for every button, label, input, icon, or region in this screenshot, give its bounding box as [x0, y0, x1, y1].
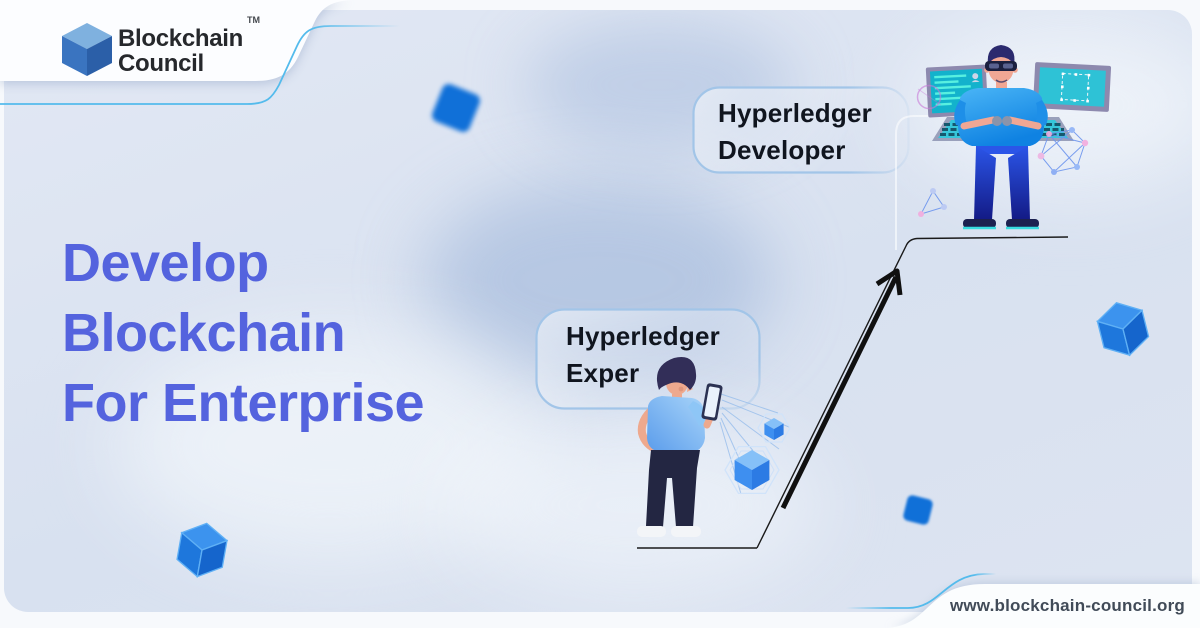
- floating-screen-wireframe: [1032, 62, 1112, 112]
- pink-orbit-icon: [916, 84, 942, 110]
- shoe: [963, 219, 996, 228]
- developer-figure: [954, 45, 1048, 230]
- developer-label-line2: Developer: [718, 135, 846, 165]
- brand-name-line2: Council: [118, 50, 204, 77]
- sleeve: [1034, 100, 1048, 128]
- pants: [646, 450, 700, 527]
- footer-tab-shape: [888, 584, 1200, 628]
- website-url: www.blockchain-council.org: [949, 596, 1185, 615]
- trademark-symbol: TM: [247, 15, 260, 25]
- forearm: [1006, 116, 1042, 130]
- shirt: [958, 88, 1044, 146]
- forearm: [960, 116, 997, 130]
- avatar-icon: [972, 73, 979, 80]
- expert-label: Hyperledger Exper: [566, 318, 720, 392]
- hair: [656, 357, 697, 390]
- hand: [992, 116, 1002, 126]
- headline-line1: Develop: [62, 233, 269, 293]
- developer-illustration: [895, 45, 1112, 250]
- triangle-network-icon: [918, 188, 947, 217]
- footer-tab: [846, 573, 1200, 628]
- logo-cube-icon: [62, 23, 112, 76]
- ear: [678, 386, 684, 392]
- leg: [1008, 146, 1030, 220]
- hexagon-network-icon: [1037, 127, 1089, 175]
- headline-line2: Blockchain: [62, 303, 346, 363]
- leg: [974, 146, 996, 220]
- expert-figure: [637, 357, 723, 537]
- cube-3d-icon: [1096, 302, 1150, 357]
- hexagon-cube-icon: [757, 413, 791, 443]
- developer-label-bubble: [692, 86, 910, 174]
- chin: [995, 79, 1008, 83]
- developer-label-line1: Hyperledger: [718, 98, 872, 128]
- accent-line: [846, 573, 996, 609]
- slope-line: [756, 236, 1069, 549]
- right-sleeve: [688, 401, 709, 426]
- expert-label-line1: Hyperledger: [566, 321, 720, 351]
- shoe: [671, 526, 701, 537]
- cube-3d-icon: [176, 522, 229, 578]
- expert-illustration: [637, 357, 791, 537]
- shoe: [1006, 219, 1039, 228]
- developer-label: Hyperledger Developer: [718, 95, 872, 169]
- ghost-outline: [895, 115, 958, 250]
- hair: [987, 45, 1015, 64]
- headline-line3: For Enterprise: [62, 373, 425, 433]
- hand: [1002, 116, 1012, 126]
- expert-label-line2: Exper: [566, 358, 640, 388]
- growth-arrow-icon: [780, 268, 903, 510]
- background-blob: [444, 420, 824, 590]
- hexagon-cube-icon: [724, 445, 780, 495]
- neck: [996, 82, 1007, 92]
- headline: Develop Blockchain For Enterprise: [62, 228, 582, 438]
- brand-name: Blockchain Council: [118, 26, 243, 76]
- shoe: [637, 526, 666, 537]
- brand-name-line1: Blockchain: [118, 25, 244, 52]
- sleeve: [954, 100, 968, 128]
- phone-icon: [701, 383, 723, 421]
- accent-line: [0, 25, 400, 105]
